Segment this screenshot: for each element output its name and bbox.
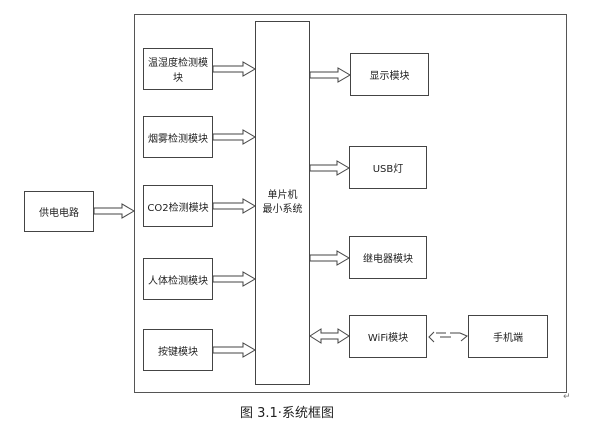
- phone-box: 手机端: [468, 315, 548, 358]
- system-boundary: [134, 14, 567, 393]
- paragraph-mark: ↵: [563, 392, 571, 402]
- power-circuit-label: 供电电路: [39, 208, 79, 219]
- wifi-module-box: WiFi模块: [349, 315, 427, 358]
- arrow-mcu-to-display: [309, 67, 351, 83]
- phone-label: 手机端: [493, 333, 523, 344]
- human-detect-label: 人体检测模块: [148, 275, 208, 287]
- smoke-module-box: 烟雾检测模块: [143, 116, 213, 158]
- relay-module-box: 继电器模块: [349, 236, 427, 279]
- arrow-power-to-system: [93, 203, 135, 219]
- key-label: 按键模块: [158, 346, 198, 358]
- relay-label: 继电器模块: [363, 254, 413, 265]
- arrow-mcu-to-relay: [309, 250, 350, 266]
- power-circuit-box: 供电电路: [24, 191, 94, 232]
- wireless-link: [428, 331, 468, 343]
- arrow-mcu-to-usb: [309, 160, 350, 176]
- mcu-label-line2: 最小系统: [262, 204, 303, 215]
- usb-light-label: USB灯: [372, 164, 404, 175]
- arrow-mcu-wifi-bidirectional: [309, 328, 350, 344]
- mcu-system-box: 单片机 最小系统: [255, 21, 310, 385]
- arrow-key-to-mcu: [212, 342, 256, 358]
- wifi-label: WiFi模块: [367, 333, 409, 344]
- co2-module-box: CO2检测模块: [143, 185, 213, 227]
- temp-humidity-label: 温湿度检测模块: [148, 58, 208, 84]
- display-module-box: 显示模块: [350, 53, 429, 96]
- co2-label: CO2检测模块: [147, 202, 209, 214]
- temp-humidity-module-box: 温湿度检测模块: [143, 48, 213, 90]
- arrow-temp-to-mcu: [212, 61, 256, 77]
- arrow-human-to-mcu: [212, 271, 256, 287]
- usb-light-box: USB灯: [349, 146, 427, 189]
- mcu-label-line1: 单片机: [267, 190, 298, 201]
- smoke-label: 烟雾检测模块: [148, 133, 208, 145]
- arrow-co2-to-mcu: [212, 198, 256, 214]
- key-module-box: 按键模块: [143, 329, 213, 371]
- human-detect-module-box: 人体检测模块: [143, 258, 213, 300]
- display-label: 显示模块: [369, 71, 410, 82]
- arrow-smoke-to-mcu: [212, 129, 256, 145]
- figure-caption: 图 3.1·系统框图: [240, 406, 334, 421]
